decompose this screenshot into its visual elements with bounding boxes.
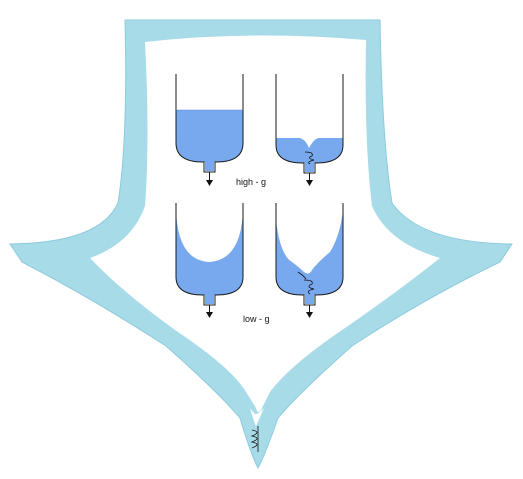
outlet-pipe-liquid (305, 295, 314, 304)
tank-low-g-full (175, 203, 244, 318)
arrow-frame (9, 19, 513, 470)
down-arrow-icon (306, 305, 313, 318)
tank-liquid (176, 205, 243, 295)
label-low-g: low - g (243, 314, 270, 324)
tank-liquid (176, 110, 243, 162)
tank-high-g-drained (275, 74, 344, 186)
tank-liquid (276, 210, 343, 295)
spiral-vortex-icon (304, 151, 315, 165)
label-high-g: high - g (236, 177, 266, 187)
spiral-vortex-icon (297, 271, 315, 295)
outlet-pipe-liquid (305, 163, 314, 172)
down-arrow-icon (206, 305, 213, 318)
down-arrow-icon (306, 173, 313, 186)
frame-tip-vortex-icon (250, 426, 259, 452)
down-arrow-icon (206, 172, 213, 186)
tank-liquid (276, 138, 343, 163)
tank-low-g-drained (275, 203, 344, 318)
outlet-pipe-liquid (205, 295, 214, 304)
frame-tip-liquid (250, 408, 264, 426)
outlet-pipe-liquid (205, 162, 214, 171)
tank-high-g-full (175, 74, 244, 186)
